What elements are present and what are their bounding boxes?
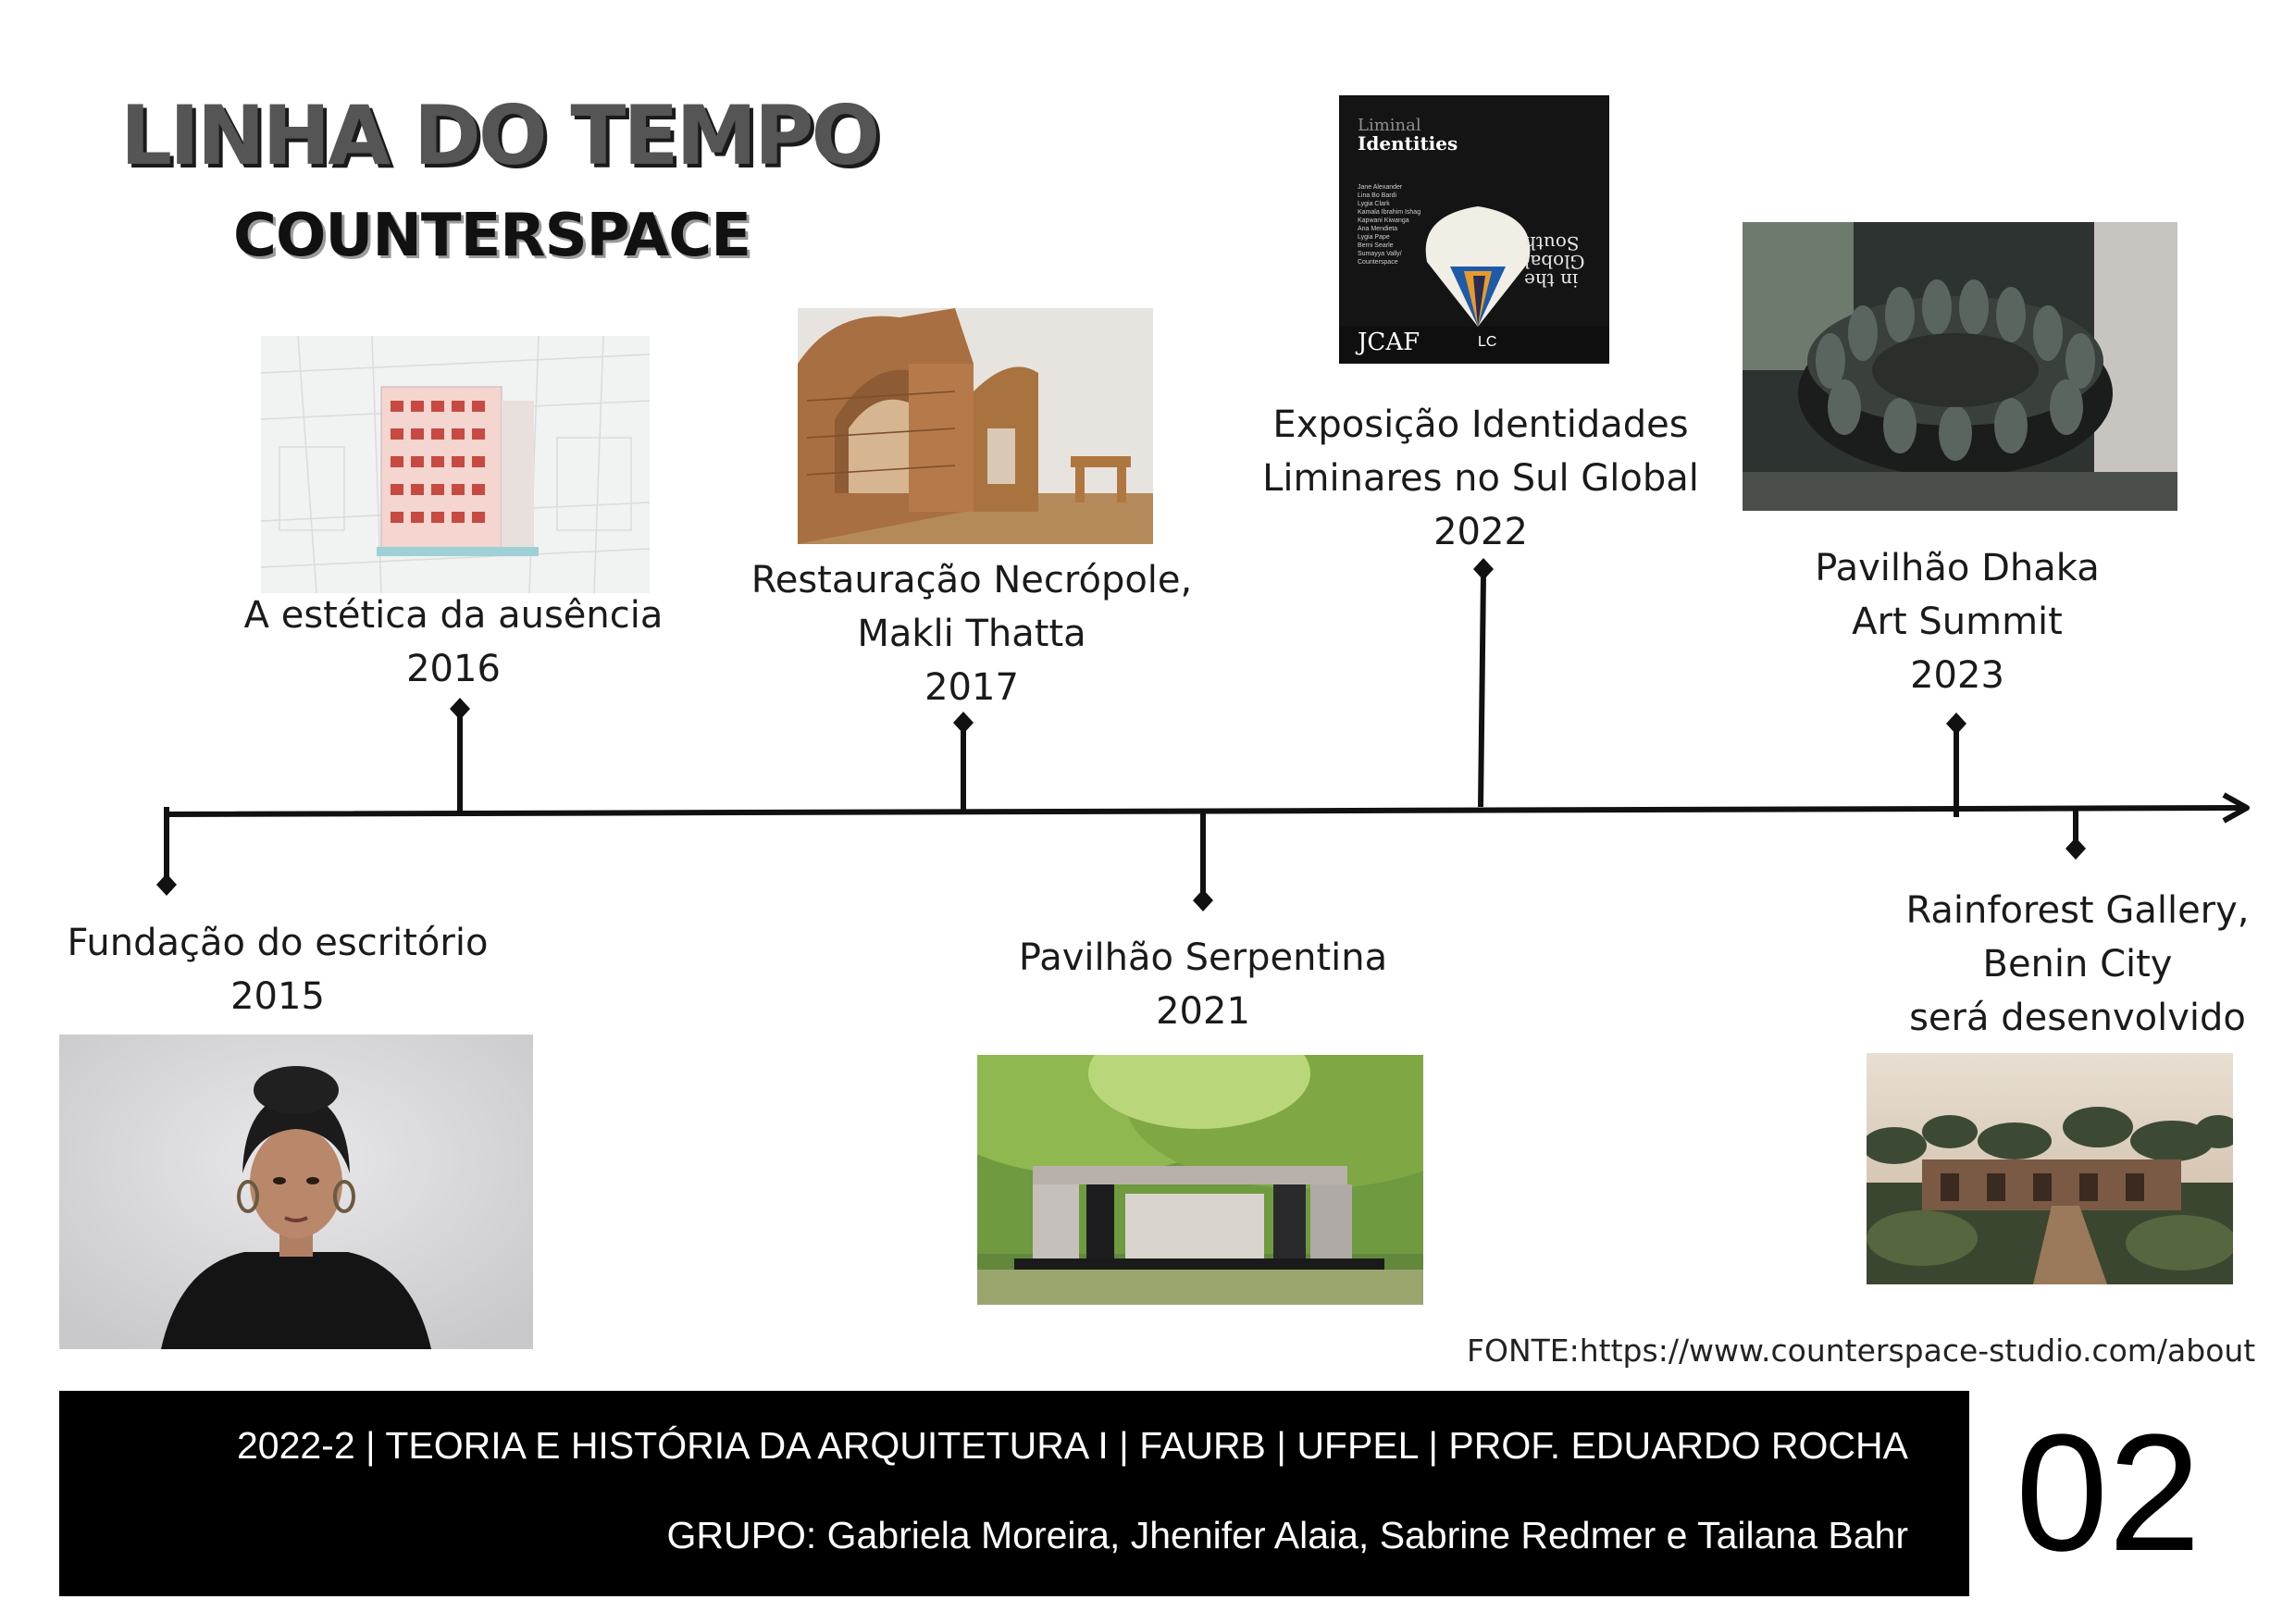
event-rainforest-label: Rainforest Gallery, Benin City será dese… xyxy=(1905,889,2250,1039)
event-2016-label: A estética da ausência 2016 xyxy=(243,594,664,690)
course-info: 2022-2 | TEORIA E HISTÓRIA DA ARQUITETUR… xyxy=(236,1424,1908,1467)
book-flipped-subtitle: in the Global South xyxy=(1524,232,1585,291)
rainforest-gallery-render xyxy=(1867,1053,2233,1284)
absence-drawing-image xyxy=(261,336,650,593)
marker-2022 xyxy=(1473,558,1494,580)
portrait-photo xyxy=(59,1035,533,1349)
event-2021-label: Pavilhão Serpentina 2021 xyxy=(1018,936,1388,1033)
marker-2017 xyxy=(953,712,974,734)
source-credit: FONTE:https://www.counterspace-studio.co… xyxy=(1467,1333,2256,1369)
event-2017-label: Restauração Necrópole, Makli Thatta 2017 xyxy=(751,559,1193,709)
serpentine-pavilion-photo xyxy=(977,1055,1423,1305)
book-title-line2: Identities xyxy=(1358,132,1458,155)
event-2022-label: Exposição Identidades Liminares no Sul G… xyxy=(1262,403,1699,553)
page-subtitle: COUNTERSPACE xyxy=(233,202,751,270)
liminal-identities-book-cover: Liminal Identities Jane Alexander Lina B… xyxy=(1339,95,1609,364)
group-members: GRUPO: Gabriela Moreira, Jhenifer Alaia,… xyxy=(666,1514,1909,1556)
dhaka-pavilion-photo xyxy=(1743,222,2177,511)
footer-bar: 2022-2 | TEORIA E HISTÓRIA DA ARQUITETUR… xyxy=(59,1391,1969,1596)
page-title: LINHA DO TEMPO xyxy=(120,88,880,183)
book-partner-logo: LC xyxy=(1478,334,1497,350)
timeline-arrowhead xyxy=(2222,792,2250,824)
book-publisher-logo: JCAF xyxy=(1358,329,1420,356)
book-author-list: Jane Alexander Lina Bo Bardi Lygia Clark… xyxy=(1358,184,1421,266)
event-2015-label: Fundação do escritório 2015 xyxy=(67,922,489,1018)
marker-2023 xyxy=(1946,713,1966,735)
marker-2015 xyxy=(156,874,177,896)
marker-2016 xyxy=(450,698,470,720)
makli-ruins-photo xyxy=(798,308,1153,544)
event-2023-label: Pavilhão Dhaka Art Summit 2023 xyxy=(1815,547,2100,697)
marker-2021 xyxy=(1193,889,1213,911)
tick-2022 xyxy=(1478,573,1486,808)
book-title-line1: Liminal xyxy=(1358,116,1421,135)
page-number: 02 xyxy=(2016,1400,2202,1586)
marker-rainforest xyxy=(2066,837,2086,860)
